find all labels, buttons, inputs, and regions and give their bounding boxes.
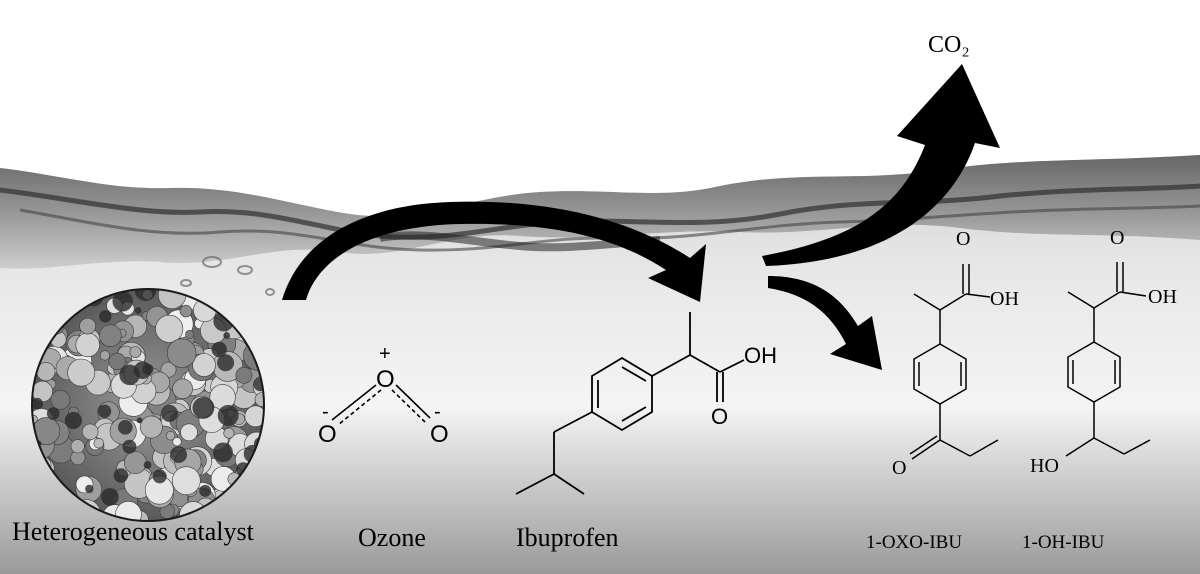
ozone-structure: + O - O - O	[318, 343, 449, 448]
label-catalyst: Heterogeneous catalyst	[12, 517, 255, 546]
oxo-ibu-ketone-o: O	[892, 457, 906, 479]
ibuprofen-carbonyl-o: O	[711, 404, 728, 429]
arrow-to-products	[768, 276, 882, 370]
label-co2: CO₂	[928, 32, 970, 58]
ozone-center-o: O	[376, 366, 395, 393]
ozone-right-minus: -	[434, 401, 441, 423]
ozone-plus: +	[379, 343, 391, 365]
label-ozone: Ozone	[358, 523, 426, 552]
ozone-left-o: O	[318, 421, 337, 448]
label-oxo-ibu: 1-OXO-IBU	[866, 532, 962, 553]
oxo-ibu-top-o: O	[956, 228, 970, 250]
ozone-left-minus: -	[322, 401, 329, 423]
oh-ibu-oh: OH	[1148, 286, 1177, 308]
oh-ibu-structure	[1065, 262, 1151, 457]
ibuprofen-oh: OH	[744, 343, 777, 368]
reaction-arrows	[282, 64, 1000, 370]
label-ibuprofen: Ibuprofen	[516, 523, 619, 552]
ibuprofen-structure	[515, 312, 745, 495]
water-background	[0, 155, 1200, 574]
arrow-to-co2	[762, 64, 1000, 266]
oh-ibu-ho: HO	[1030, 455, 1059, 477]
oxo-ibu-oh: OH	[990, 288, 1019, 310]
ozone-right-o: O	[430, 421, 449, 448]
arrow-catalyst-to-ibuprofen	[282, 201, 706, 302]
oh-ibu-top-o: O	[1110, 227, 1124, 249]
oxo-ibu-structure	[909, 264, 999, 460]
label-oh-ibu: 1-OH-IBU	[1022, 532, 1105, 553]
